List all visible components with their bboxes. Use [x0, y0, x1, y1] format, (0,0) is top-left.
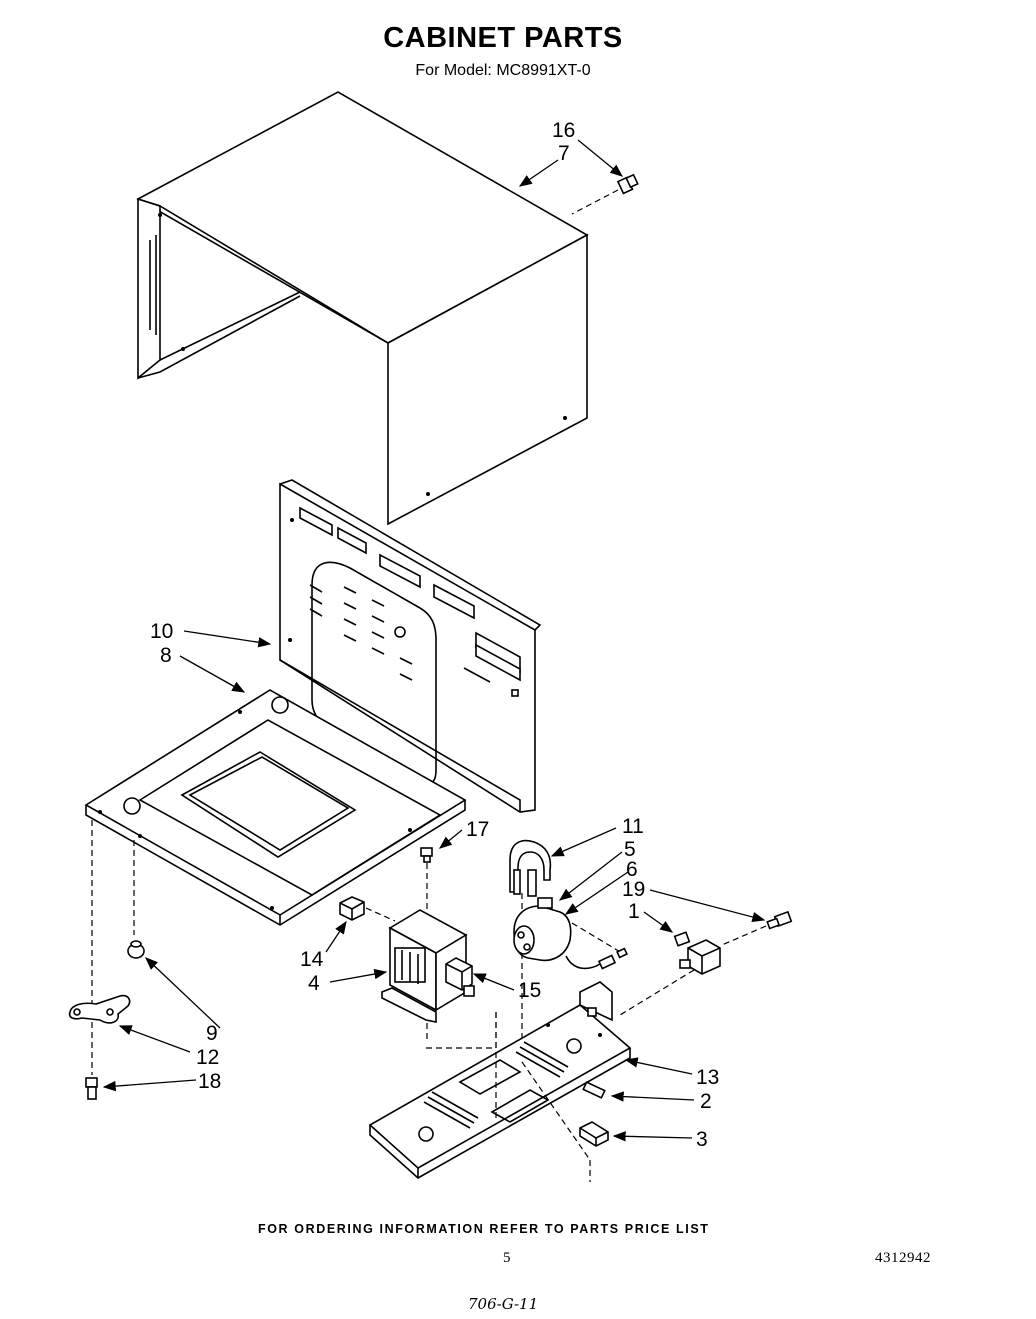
callout-7: 7	[558, 142, 570, 165]
callout-labels: 16 7 10 8 17 11 5 6 19 1 14 4 15 9 12 18…	[150, 119, 719, 1151]
page-title: CABINET PARTS	[383, 22, 623, 54]
screw-19-part	[721, 910, 793, 946]
grommet-14-part	[339, 896, 396, 922]
callout-8: 8	[160, 644, 172, 667]
vent-slots	[299, 506, 521, 682]
callout-9: 9	[206, 1022, 218, 1045]
plate-slots	[423, 1041, 569, 1129]
callout-11: 11	[622, 815, 644, 838]
handwritten-code: 706-G-11	[468, 1295, 539, 1313]
callout-19: 19	[622, 878, 645, 901]
foot-9-part	[127, 840, 145, 959]
block-15-part	[445, 957, 475, 997]
callout-3: 3	[696, 1128, 708, 1151]
page-number: 5	[503, 1250, 511, 1266]
cabinet-wrapper-part	[136, 91, 589, 526]
callout-12: 12	[196, 1046, 219, 1069]
assembly-lines	[426, 1012, 591, 1182]
callout-17: 17	[466, 818, 489, 841]
clamp-11-part	[509, 839, 552, 1060]
bottom-plate-13-part	[368, 981, 632, 1179]
capacitor-5-part	[513, 897, 572, 962]
model-subtitle: For Model: MC8991XT-0	[415, 62, 591, 79]
perforation-grid	[343, 586, 413, 681]
ordering-note: FOR ORDERING INFORMATION REFER TO PARTS …	[258, 1222, 710, 1236]
pin-2-part	[582, 1081, 606, 1099]
screw-17-part	[420, 847, 433, 1040]
callout-6: 6	[626, 858, 638, 881]
callout-14: 14	[300, 948, 324, 971]
diode-6-part	[565, 922, 628, 970]
callout-5: 5	[624, 838, 636, 861]
transformer-4-part	[381, 909, 468, 1023]
callout-15: 15	[518, 979, 541, 1002]
leader-lines	[102, 139, 766, 1142]
switch-1-part	[619, 931, 721, 1016]
bracket-12-part	[68, 820, 131, 1075]
back-panel-part	[279, 479, 542, 813]
callout-2: 2	[700, 1090, 712, 1113]
callout-13: 13	[696, 1066, 719, 1089]
callout-1: 1	[628, 900, 640, 923]
screw-16-part	[571, 173, 639, 215]
clip-3-part	[579, 1121, 609, 1147]
screw-18-part	[85, 1077, 98, 1100]
callout-10: 10	[150, 620, 173, 643]
document-number: 4312942	[875, 1250, 931, 1266]
callout-16: 16	[552, 119, 575, 142]
base-plate-part	[84, 689, 467, 926]
callout-4: 4	[308, 972, 320, 995]
callout-18: 18	[198, 1070, 221, 1093]
